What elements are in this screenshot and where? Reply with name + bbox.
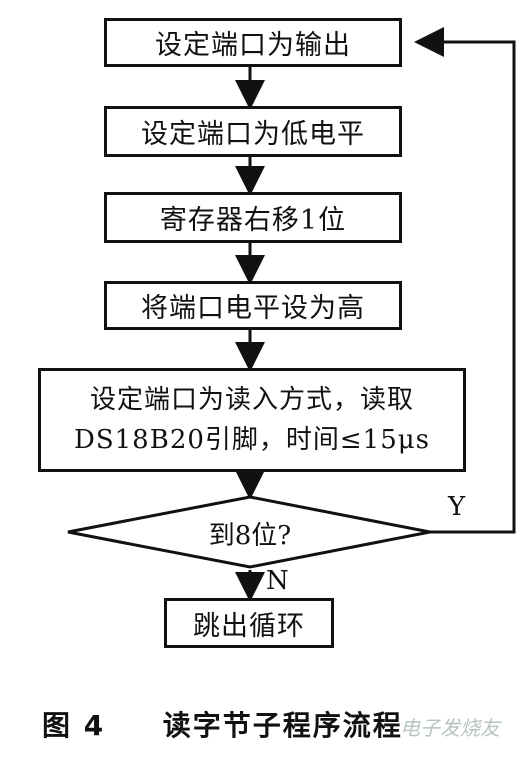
step-set-high-text: 将端口电平设为高 bbox=[141, 293, 365, 324]
watermark: 电子发烧友 bbox=[400, 716, 500, 740]
step-exit-loop: 跳出循环 bbox=[164, 598, 334, 648]
step-read-pin-line1: 设定端口为读入方式，读取 bbox=[89, 385, 414, 415]
step-read-pin: 设定端口为读入方式，读取 DS18B20引脚，时间≤15μs bbox=[38, 368, 466, 472]
step-shift-register-text: 寄存器右移1位 bbox=[159, 205, 347, 236]
decision-diamond bbox=[67, 495, 431, 569]
step-set-low-text: 设定端口为低电平 bbox=[141, 119, 365, 150]
figure-title: 读字节子程序流程 bbox=[162, 709, 403, 742]
figure-number: 图 4 bbox=[42, 709, 106, 742]
yes-label: Y bbox=[448, 492, 466, 522]
step-read-pin-line2: DS18B20引脚，时间≤15μs bbox=[73, 425, 431, 455]
step-set-low: 设定端口为低电平 bbox=[104, 106, 402, 157]
step-set-high: 将端口电平设为高 bbox=[104, 281, 402, 330]
figure-caption: 图 4 读字节子程序流程 bbox=[42, 704, 403, 744]
decision-text: 到8位? bbox=[208, 521, 292, 551]
step-set-output: 设定端口为输出 bbox=[104, 18, 402, 67]
step-shift-register: 寄存器右移1位 bbox=[104, 192, 402, 243]
no-label: N bbox=[266, 566, 289, 596]
step-exit-loop-text: 跳出循环 bbox=[193, 610, 305, 642]
step-set-output-text: 设定端口为输出 bbox=[155, 30, 351, 61]
loop-back-line bbox=[414, 27, 516, 534]
